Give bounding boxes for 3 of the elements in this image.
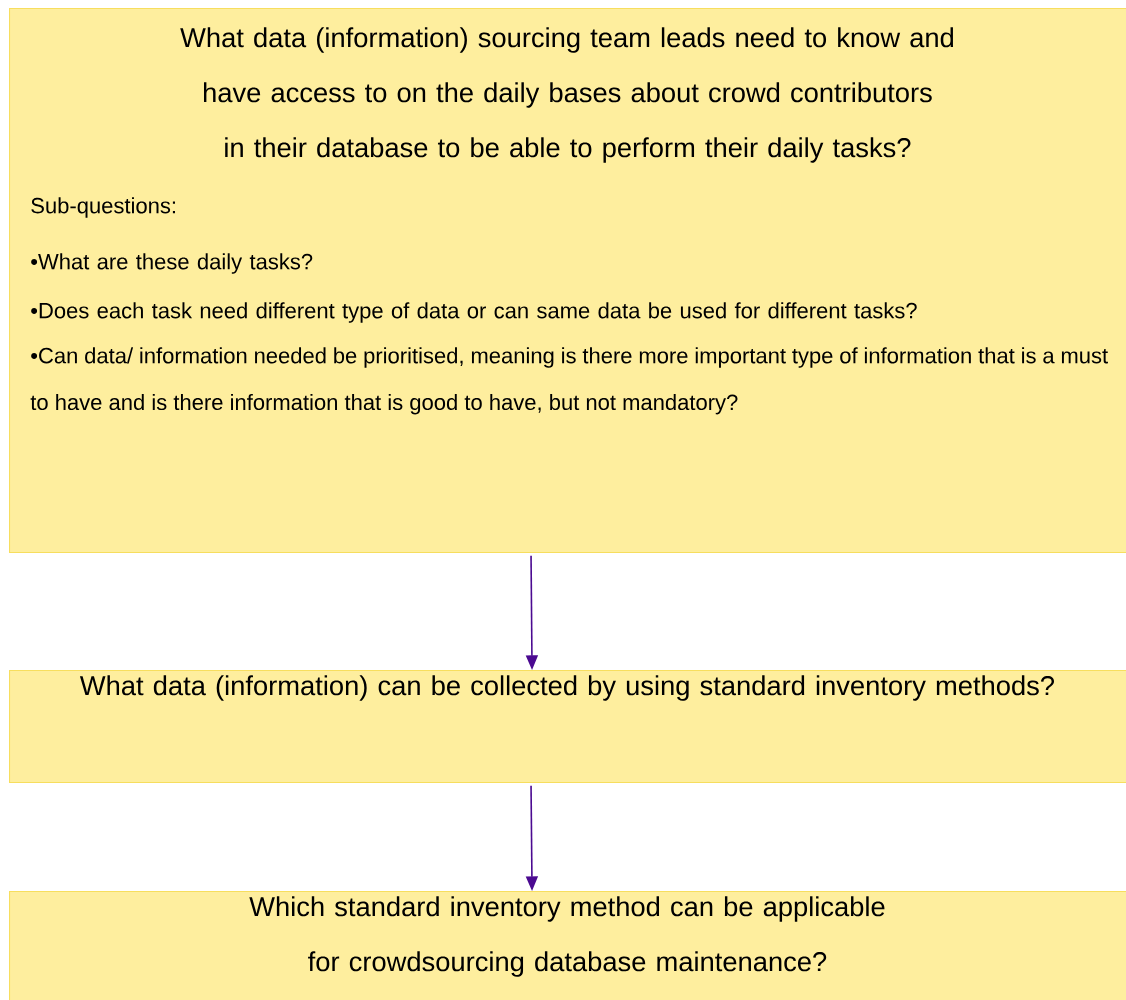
question-box: What data (information) sourcing team leads need to know and have access to on the daily bases about crowd contributors in their database to be able to perform their daily tasks? Sub-questions: •What are these daily tasks? •Does each task need different type of data or can same data be used for different tasks? •Can data/ information needed be prioritised, meaning is there more important type of information that is a must to have and is there information that is good to have, but not mandatory? — [9, 8, 1126, 554]
question-box: Which standard inventory method can be applicable for crowdsourcing database maintenance? — [9, 891, 1126, 1000]
question-box: What data (information) can be collected by using standard inventory methods? — [9, 670, 1126, 784]
